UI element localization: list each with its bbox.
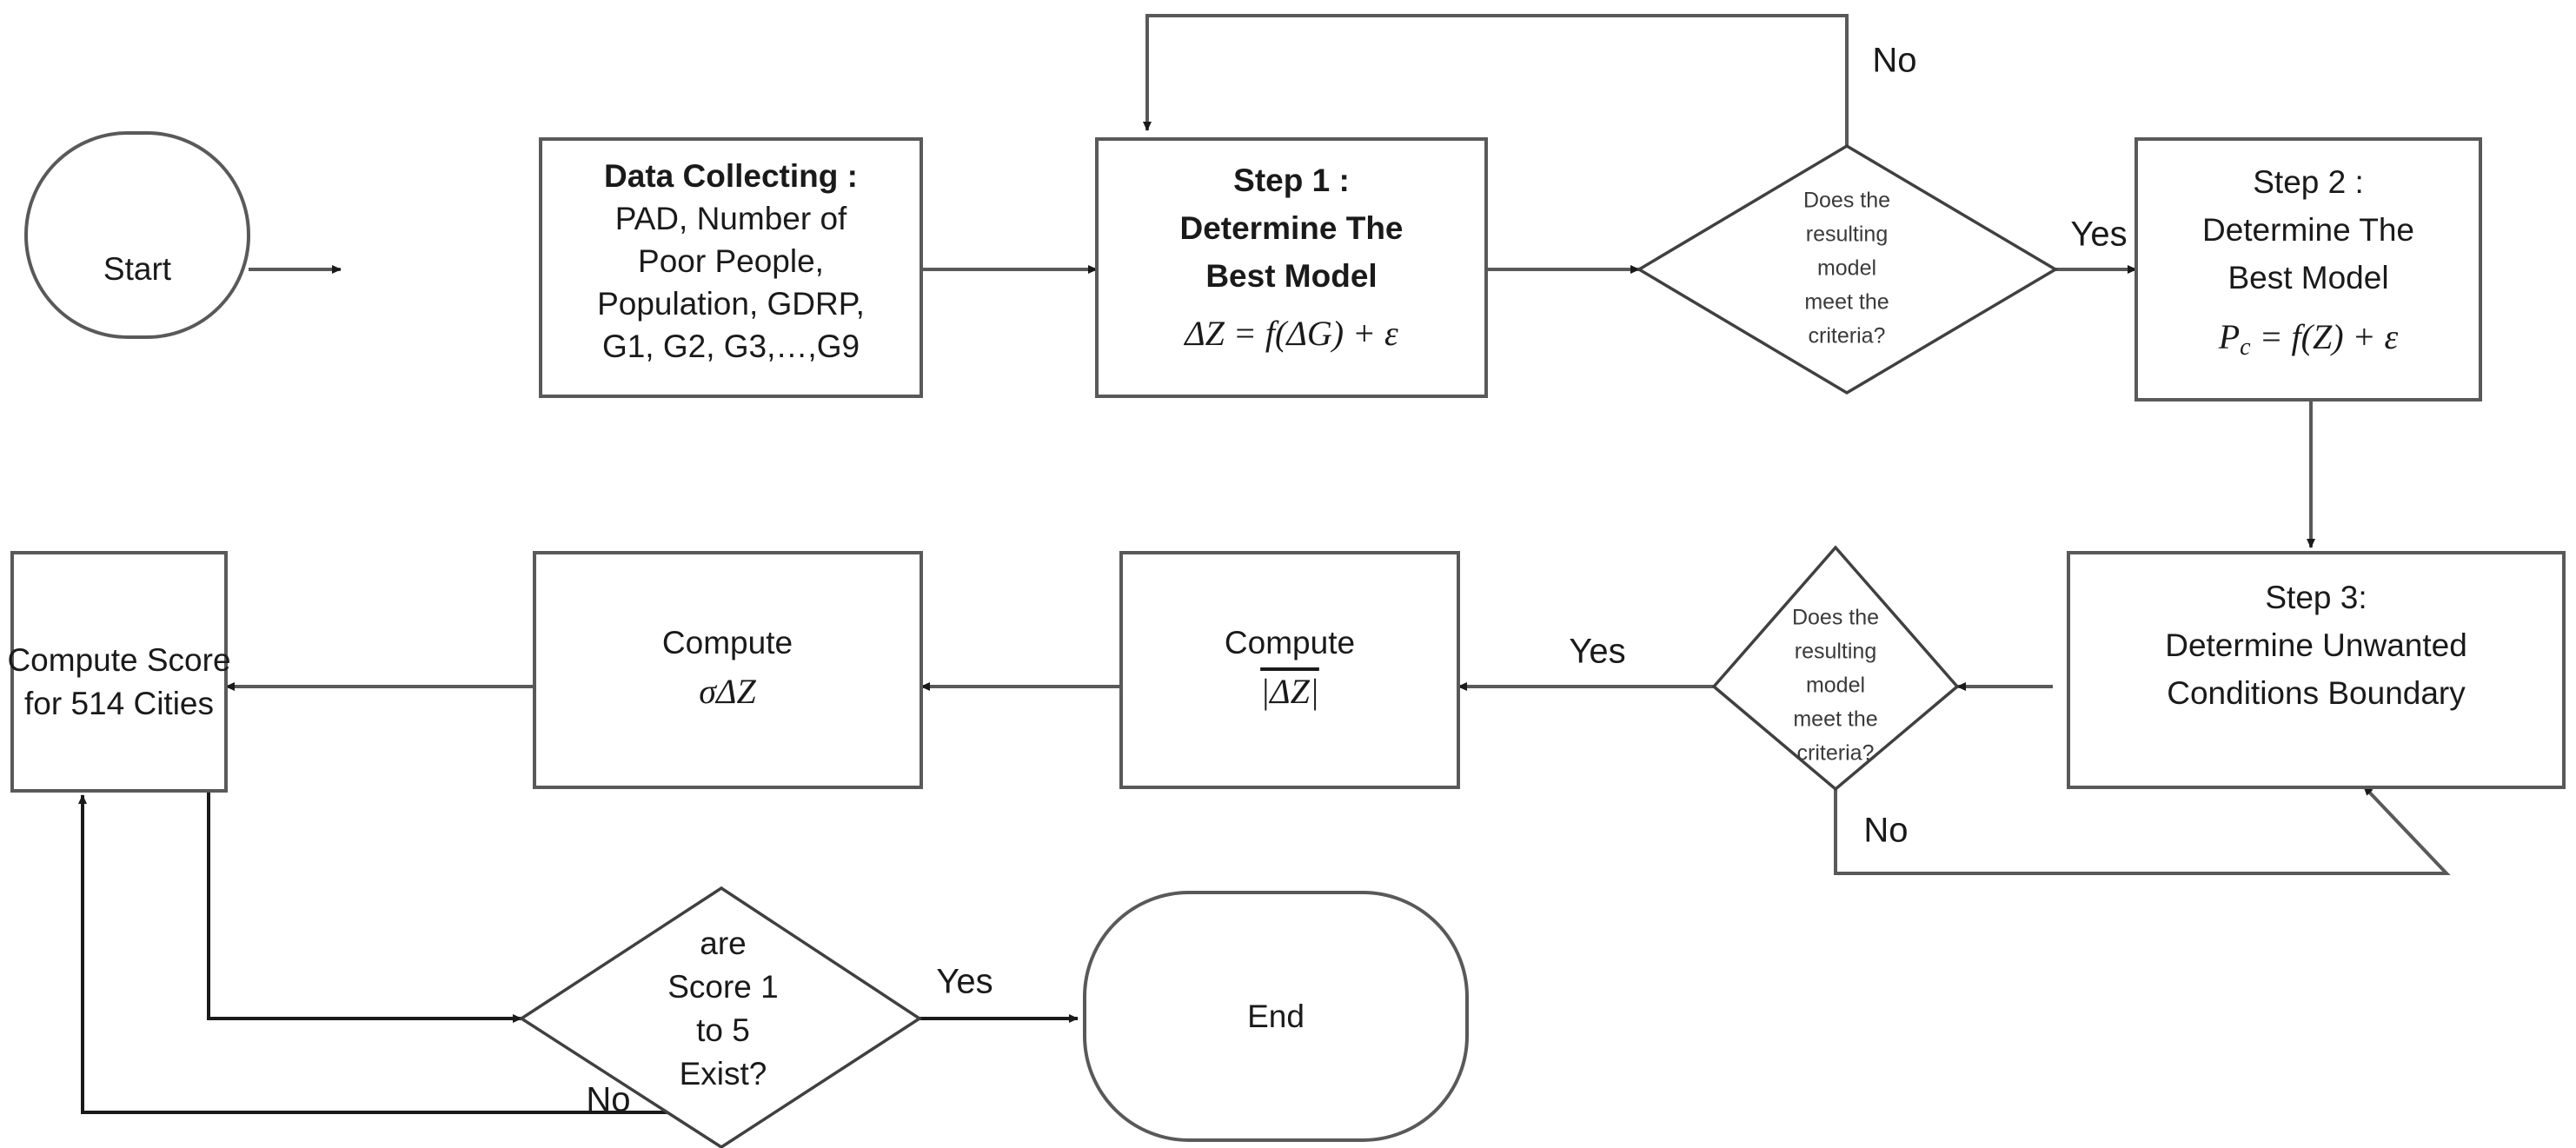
edge-label-decision1-no: No xyxy=(1872,42,1916,80)
node-decision2[interactable]: Does the resulting model meet the criter… xyxy=(1711,545,1960,792)
decision3-line2: Score 1 xyxy=(667,969,779,1005)
edge-compute-score-to-decision3 xyxy=(207,791,522,1023)
node-step1[interactable]: Step 1 : Determine The Best Model ΔZ = f… xyxy=(1095,137,1488,398)
compute-sigma-line1: Compute xyxy=(662,625,793,660)
step2-formula-rest: = f(Z) + ε xyxy=(2251,317,2399,356)
node-decision1[interactable]: Does the resulting model meet the criter… xyxy=(1636,143,2059,395)
step1-formula: ΔZ = f(ΔG) + ε xyxy=(1183,314,1398,353)
step2-formula: Pc = f(Z) + ε xyxy=(2218,317,2399,361)
step2-formula-sub: c xyxy=(2240,334,2251,361)
decision1-line2: resulting xyxy=(1806,222,1889,247)
step3-title: Step 3: xyxy=(2265,580,2367,615)
data-collecting-line4: G1, G2, G3,…,G9 xyxy=(602,328,860,364)
compute-sigma-formula: σΔZ xyxy=(699,672,756,711)
compute-absdz-formula-text: |ΔZ| xyxy=(1260,672,1319,711)
decision3-line4: Exist? xyxy=(680,1056,767,1092)
data-collecting-line1: PAD, Number of xyxy=(615,201,847,236)
edge-label-decision3-no: No xyxy=(586,1081,630,1119)
data-collecting-line2: Poor People, xyxy=(638,243,824,279)
node-step3[interactable]: Step 3: Determine Unwanted Conditions Bo… xyxy=(2067,551,2566,789)
step2-formula-main: P xyxy=(2218,317,2240,356)
decision1-line5: criteria? xyxy=(1809,324,1886,348)
data-collecting-line3: Population, GDRP, xyxy=(597,286,865,322)
compute-score-line1: Compute Score xyxy=(7,642,230,678)
node-end[interactable]: End xyxy=(1083,891,1469,1142)
edge-label-decision2-yes: Yes xyxy=(1569,633,1625,671)
edge-label-decision1-yes: Yes xyxy=(2070,216,2127,254)
decision2-line3: model xyxy=(1806,674,1865,698)
step2-title: Step 2 : xyxy=(2253,164,2364,200)
compute-absdz-formula: |ΔZ| xyxy=(1260,672,1319,711)
node-decision3[interactable]: are Score 1 to 5 Exist? xyxy=(518,886,923,1148)
step2-line1: Determine The xyxy=(2202,212,2414,248)
decision2-line1: Does the xyxy=(1792,606,1879,630)
edge-decision2-no-loop xyxy=(1834,785,2451,875)
step1-title: Step 1 : xyxy=(1233,163,1350,198)
node-compute-score[interactable]: Compute Score for 514 Cities xyxy=(7,551,231,793)
step1-line2: Best Model xyxy=(1205,258,1377,294)
edge-label-decision2-no: No xyxy=(1863,812,1908,850)
edge-label-decision3-yes: Yes xyxy=(936,963,993,1001)
compute-score-line2: for 514 Cities xyxy=(24,686,214,721)
node-end-label: End xyxy=(1247,999,1305,1034)
decision1-line3: model xyxy=(1817,256,1876,281)
data-collecting-title: Data Collecting : xyxy=(604,158,858,194)
step1-line1: Determine The xyxy=(1179,210,1403,246)
compute-absdz-line1: Compute xyxy=(1225,625,1355,660)
node-compute-sigma[interactable]: Compute σΔZ xyxy=(533,551,923,789)
node-compute-absdz[interactable]: Compute |ΔZ| xyxy=(1119,551,1460,789)
decision2-line2: resulting xyxy=(1795,640,1877,664)
step3-line2: Conditions Boundary xyxy=(2167,675,2466,711)
node-data-collecting[interactable]: Data Collecting : PAD, Number of Poor Pe… xyxy=(539,137,923,398)
edge-decision3-no-loop xyxy=(78,794,721,1114)
node-start-label: Start xyxy=(103,251,172,287)
edge-decision1-no-loop xyxy=(1143,14,1849,146)
node-start[interactable]: Start xyxy=(24,131,250,339)
node-step2[interactable]: Step 2 : Determine The Best Model Pc = f… xyxy=(2134,137,2482,401)
decision1-line4: meet the xyxy=(1804,290,1889,315)
decision3-line1: are xyxy=(700,926,746,961)
step2-line2: Best Model xyxy=(2227,260,2388,295)
decision2-line5: criteria? xyxy=(1797,741,1875,766)
decision3-line3: to 5 xyxy=(696,1012,750,1048)
decision1-line1: Does the xyxy=(1803,189,1890,213)
decision2-line4: meet the xyxy=(1793,707,1877,732)
step3-line1: Determine Unwanted xyxy=(2165,627,2467,663)
